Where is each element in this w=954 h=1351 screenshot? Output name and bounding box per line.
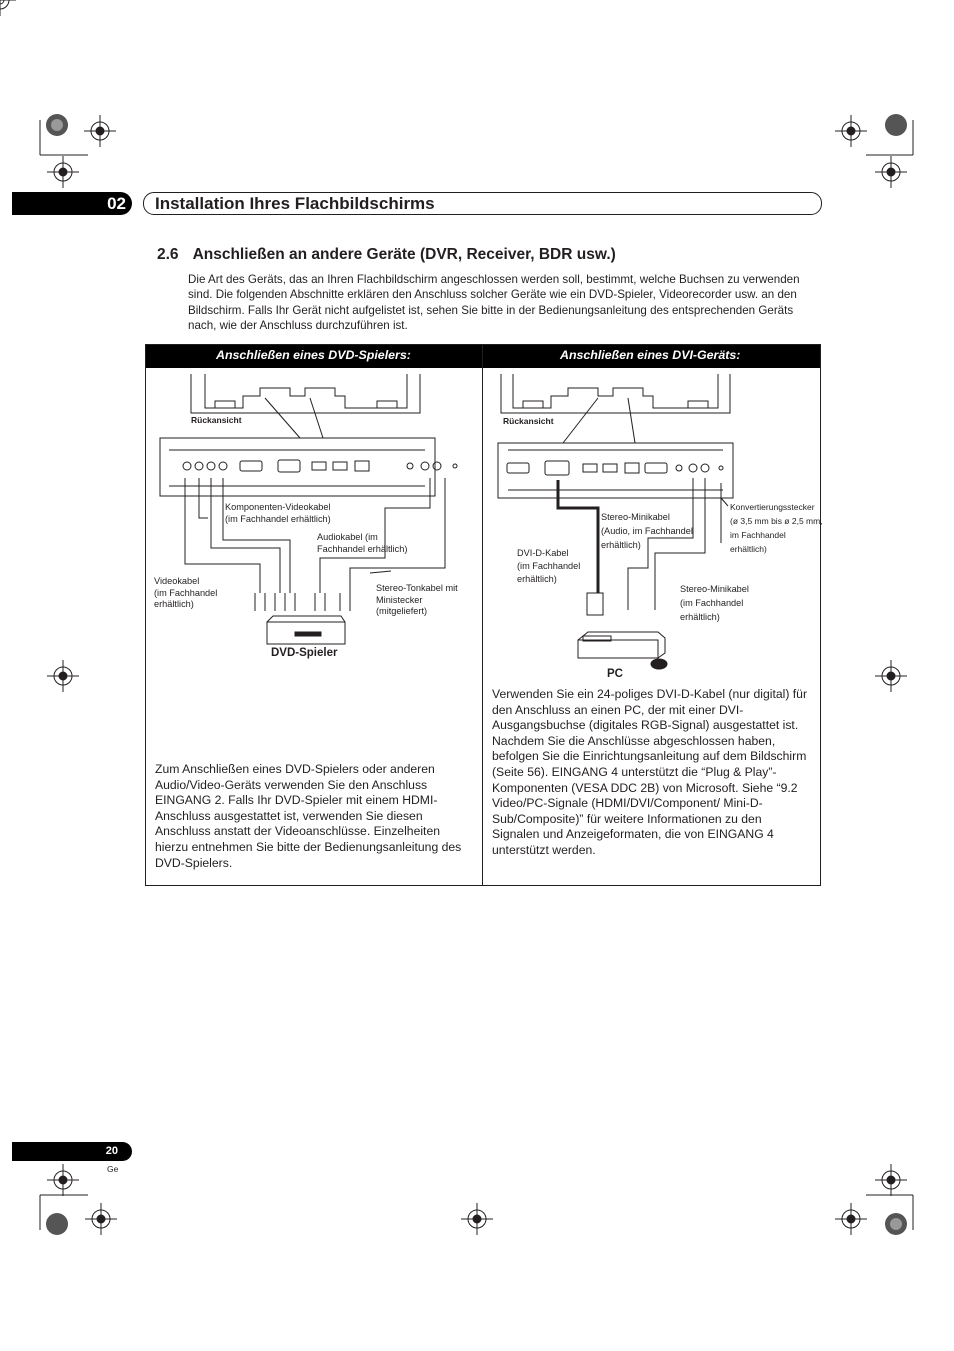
video-cable-label: Videokabel (im Fachhandel erhältlich) — [154, 576, 218, 609]
dvi-rear-view-label: Rückansicht — [503, 416, 554, 426]
dvd-player-label: DVD-Spieler — [271, 647, 338, 659]
section-heading: Anschließen an andere Geräte (DVR, Recei… — [192, 246, 616, 263]
section-number: 2.6 — [157, 246, 179, 263]
page-language: Ge — [107, 1164, 119, 1174]
chapter-number: 02 — [12, 192, 132, 215]
dvi-description: Verwenden Sie ein 24-poliges DVI-D-Kabel… — [492, 687, 808, 857]
adapter-label: Konvertierungsstecker (ø 3,5 mm bis ø 2,… — [730, 502, 823, 554]
dvi-connection-diagram — [497, 374, 734, 670]
stereo-cable-label: Stereo-Tonkabel mit Ministecker (mitgeli… — [376, 583, 458, 616]
section-title: 2.6 Anschließen an andere Geräte (DVR, Re… — [157, 246, 616, 264]
dvd-connection-diagram — [159, 374, 458, 645]
table-divider — [482, 345, 483, 885]
dvd-rear-view-label: Rückansicht — [191, 415, 242, 425]
chapter-bar — [143, 192, 822, 215]
audio-cable-label: Audiokabel (im Fachhandel erhältlich) — [317, 532, 408, 554]
dvi-cable-label: DVI-D-Kabel (im Fachhandel erhältlich) — [517, 548, 581, 584]
stereo-mini-cable2-label: Stereo-Minikabel (im Fachhandel erhältli… — [680, 584, 749, 622]
dvd-header: Anschließen eines DVD-Spielers: — [216, 348, 411, 362]
component-cable-label: Komponenten-Videokabel (im Fachhandel er… — [225, 502, 331, 524]
stereo-mini-cable-label: Stereo-Minikabel (Audio, im Fachhandel e… — [601, 512, 693, 550]
dvi-header: Anschließen eines DVI-Geräts: — [560, 348, 741, 362]
page-number: 20 — [12, 1142, 132, 1161]
dvd-description: Zum Anschließen eines DVD-Spielers oder … — [155, 762, 462, 870]
section-intro: Die Art des Geräts, das an Ihren Flachbi… — [188, 273, 800, 332]
chapter-title: Installation Ihres Flachbildschirms — [155, 194, 435, 213]
connection-table — [145, 344, 821, 886]
table-header — [146, 345, 820, 368]
pc-label: PC — [607, 668, 623, 680]
